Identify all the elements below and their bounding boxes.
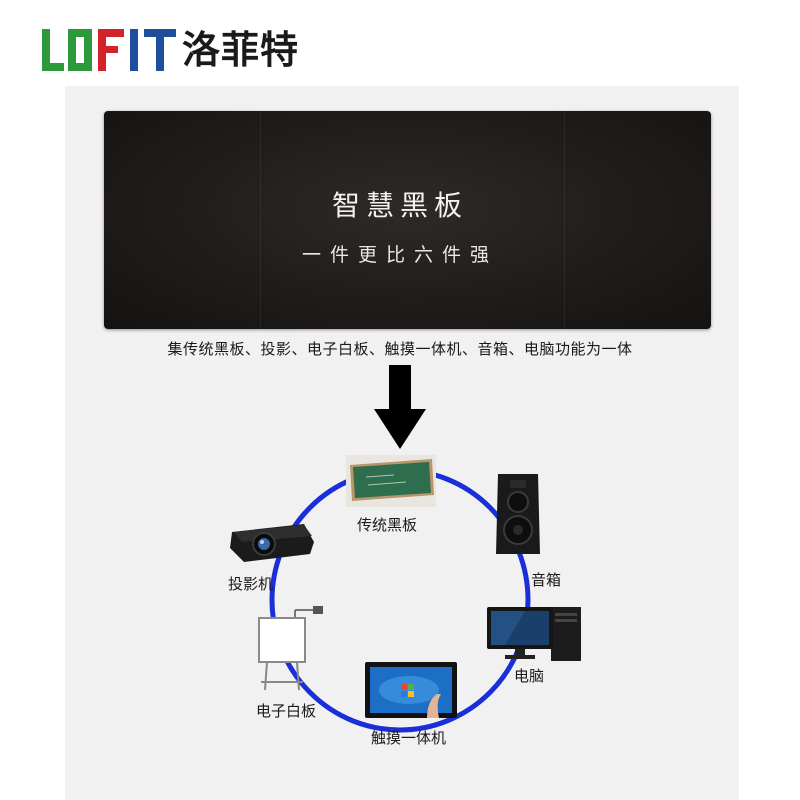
chalkboard-device[interactable] [346, 455, 436, 507]
label-whiteboard: 电子白板 [256, 702, 317, 720]
label-touch: 触摸一体机 [371, 729, 447, 747]
brand-name: 洛菲特 [182, 28, 300, 72]
whiteboard-device[interactable] [255, 604, 327, 692]
electronic-whiteboard-icon [258, 606, 323, 691]
green-chalkboard-icon [346, 455, 436, 507]
down-arrow-icon [374, 365, 426, 449]
desktop-computer-icon [487, 607, 581, 661]
speaker-device[interactable] [494, 472, 542, 556]
projector-device[interactable] [226, 520, 318, 564]
lofit-logo-icon [42, 29, 176, 71]
touch-device[interactable] [365, 660, 457, 720]
touch-screen-icon [365, 662, 457, 718]
projector-icon [230, 524, 314, 562]
computer-device[interactable] [485, 603, 585, 663]
speaker-icon [496, 474, 540, 554]
board-seam [260, 111, 261, 329]
label-speaker: 音箱 [531, 571, 562, 589]
board-subtitle: 一件更比六件强 [301, 244, 498, 266]
feature-caption: 集传统黑板、投影、电子白板、触摸一体机、音箱、电脑功能为一体 [167, 340, 633, 358]
label-blackboard: 传统黑板 [357, 516, 418, 534]
brand-logo[interactable]: 洛菲特 [40, 22, 299, 78]
board-title: 智慧黑板 [331, 189, 468, 222]
smart-blackboard-banner [104, 111, 711, 329]
label-computer: 电脑 [514, 667, 545, 685]
board-seam [564, 111, 565, 329]
header: 洛菲特 [0, 0, 800, 86]
label-projector: 投影机 [228, 575, 274, 593]
